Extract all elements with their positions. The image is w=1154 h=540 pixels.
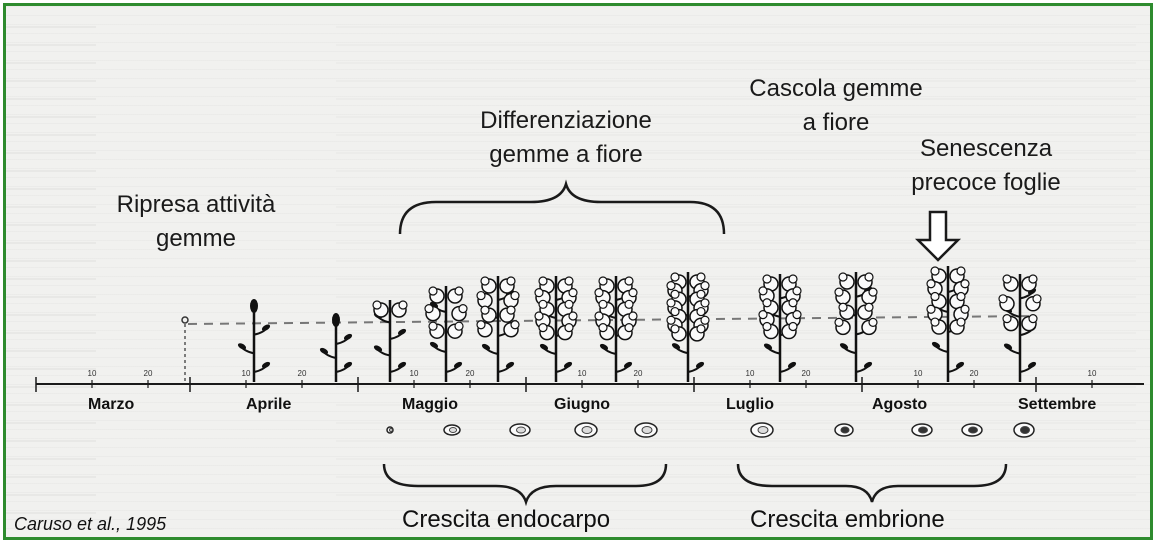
axis-tick-label: 10 bbox=[914, 369, 923, 378]
month-aprile: Aprile bbox=[246, 396, 291, 414]
start-marker-dot bbox=[182, 317, 188, 323]
axis-tick-label: 10 bbox=[1088, 369, 1097, 378]
month-settembre: Settembre bbox=[1018, 396, 1096, 414]
month-luglio: Luglio bbox=[726, 396, 774, 414]
brace-icon bbox=[400, 184, 724, 234]
seed-icon bbox=[835, 424, 853, 436]
seed-icon bbox=[444, 425, 460, 435]
seed-icon bbox=[387, 427, 393, 433]
source-credit: Caruso et al., 1995 bbox=[14, 514, 166, 535]
down-arrow-icon bbox=[918, 212, 958, 260]
axis-tick-label: 20 bbox=[970, 369, 979, 378]
seed-icon bbox=[575, 423, 597, 437]
seed-icon bbox=[635, 423, 657, 437]
plant-icon bbox=[835, 272, 877, 382]
plant-icon bbox=[595, 276, 637, 382]
axis-tick-label: 20 bbox=[802, 369, 811, 378]
plant-icon bbox=[373, 300, 407, 382]
month-marzo: Marzo bbox=[88, 396, 134, 414]
plant-icon bbox=[667, 272, 709, 382]
plant-icon bbox=[927, 266, 969, 382]
axis-tick-label: 20 bbox=[298, 369, 307, 378]
axis-tick-label: 20 bbox=[466, 369, 475, 378]
seed-icon bbox=[1014, 423, 1034, 437]
plants-group bbox=[237, 266, 1041, 382]
plant-icon bbox=[535, 276, 577, 382]
axis-tick-label: 20 bbox=[144, 369, 153, 378]
axis-tick-label: 20 bbox=[634, 369, 643, 378]
month-maggio: Maggio bbox=[402, 396, 458, 414]
phenology-diagram: 10 20 10 20 10 20 10 20 10 20 10 20 10 bbox=[6, 6, 1150, 537]
month-agosto: Agosto bbox=[872, 396, 927, 414]
growth-label-embrione: Crescita embrione bbox=[750, 506, 945, 534]
figure-frame: Ripresa attività gemme Differenziazione … bbox=[3, 3, 1153, 540]
plant-icon bbox=[759, 274, 801, 382]
axis-tick-label: 10 bbox=[242, 369, 251, 378]
seeds-group bbox=[387, 423, 1034, 437]
axis-tick-label: 10 bbox=[88, 369, 97, 378]
plant-icon bbox=[999, 274, 1041, 382]
brace-icon bbox=[738, 464, 1006, 502]
seed-icon bbox=[510, 424, 530, 436]
month-giugno: Giugno bbox=[554, 396, 610, 414]
axis-tick-label: 10 bbox=[410, 369, 419, 378]
plant-icon bbox=[425, 286, 467, 382]
brace-icon bbox=[384, 464, 666, 502]
plant-icon bbox=[477, 276, 519, 382]
growth-label-endocarpo: Crescita endocarpo bbox=[402, 506, 610, 534]
seed-icon bbox=[912, 424, 932, 436]
axis-tick-labels: 10 20 10 20 10 20 10 20 10 20 10 20 10 bbox=[88, 369, 1097, 378]
axis-tick-label: 10 bbox=[746, 369, 755, 378]
axis-tick-label: 10 bbox=[578, 369, 587, 378]
seed-icon bbox=[751, 423, 773, 437]
seed-icon bbox=[962, 424, 982, 436]
